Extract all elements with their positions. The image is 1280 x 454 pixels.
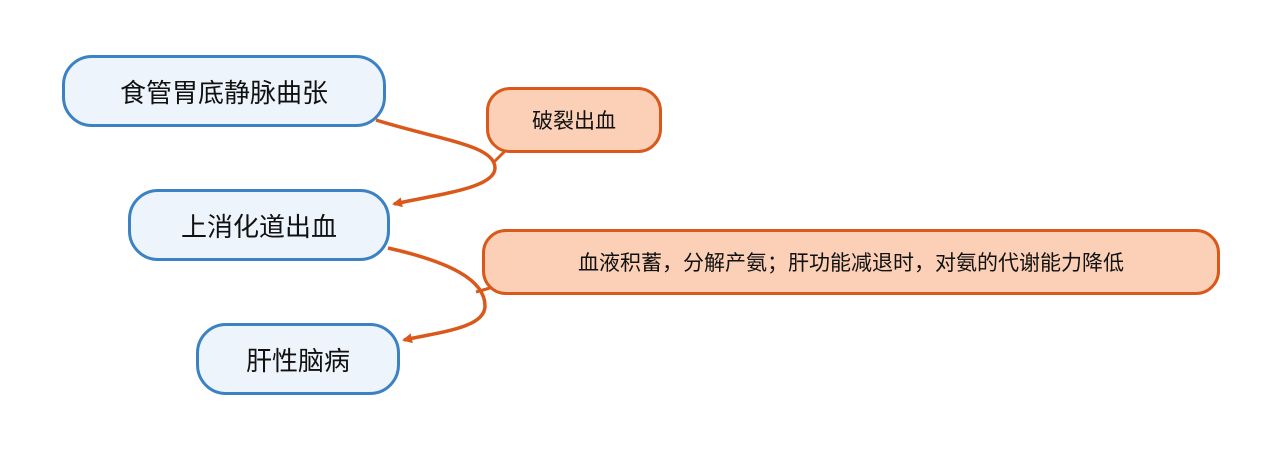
node-hepatic-encephalopathy[interactable]: 肝性脑病	[196, 323, 400, 395]
note-label: 血液积蓄，分解产氨；肝功能减退时，对氨的代谢能力降低	[578, 251, 1124, 275]
node-upper-gi-bleeding[interactable]: 上消化道出血	[128, 189, 390, 261]
node-label: 上消化道出血	[180, 212, 337, 243]
connector-mechanism-note	[475, 286, 491, 294]
arrow-bleeding-to-he	[387, 246, 487, 344]
arrow-varices-to-bleeding	[375, 118, 497, 208]
note-ammonia-mechanism[interactable]: 血液积蓄，分解产氨；肝功能减退时，对氨的代谢能力降低	[482, 229, 1220, 295]
note-label: 破裂出血	[532, 109, 616, 133]
node-label: 食管胃底静脉曲张	[119, 78, 328, 109]
node-label: 肝性脑病	[245, 346, 350, 377]
node-esophagogastric-varices[interactable]: 食管胃底静脉曲张	[62, 55, 386, 127]
note-rupture-bleeding[interactable]: 破裂出血	[486, 87, 662, 153]
